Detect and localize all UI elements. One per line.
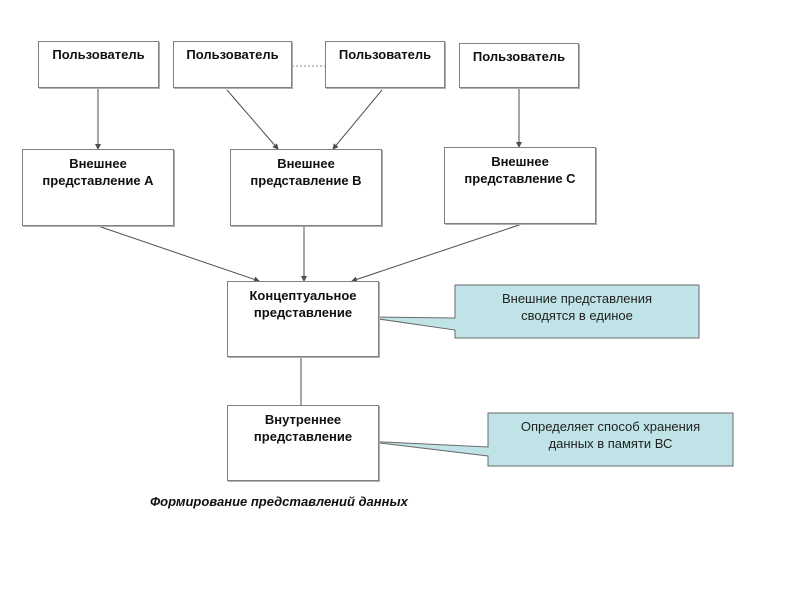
conceptual-view: Концептуальное представление bbox=[227, 281, 379, 357]
internal-view-label: Внутреннее представление bbox=[253, 412, 353, 444]
external-view-label: Внешнее представление С bbox=[464, 154, 576, 186]
conceptual-view-label: Концептуальное представление bbox=[249, 288, 357, 320]
callout-internal-shape bbox=[362, 412, 734, 467]
user-box-2: Пользователь bbox=[173, 41, 292, 88]
connector-viewA-conceptual bbox=[97, 225, 260, 283]
user-box-1: Пользователь bbox=[38, 41, 159, 88]
user-label: Пользователь bbox=[338, 47, 432, 62]
user-box-3: Пользователь bbox=[325, 41, 445, 88]
user-label: Пользователь bbox=[52, 47, 145, 62]
external-view-label: Внешнее представление А bbox=[42, 156, 154, 188]
connector-user2-viewB bbox=[226, 89, 279, 150]
user-label: Пользователь bbox=[186, 47, 279, 62]
internal-view: Внутреннее представление bbox=[227, 405, 379, 481]
external-view-b: Внешнее представление В bbox=[230, 149, 382, 226]
diagram-caption: Формирование представлений данных bbox=[150, 494, 408, 509]
connector-user3-viewB bbox=[332, 89, 383, 150]
external-view-a: Внешнее представление А bbox=[22, 149, 174, 226]
connector-viewC-conceptual bbox=[351, 223, 523, 283]
external-view-label: Внешнее представление В bbox=[250, 156, 362, 188]
callout-internal-text: Определяет способ хранения данных в памя… bbox=[520, 419, 701, 451]
callout-conceptual-text: Внешние представления сводятся в единое bbox=[501, 291, 653, 323]
user-box-4: Пользователь bbox=[459, 43, 579, 88]
user-label: Пользователь bbox=[472, 49, 566, 64]
callout-conceptual-shape bbox=[364, 284, 700, 339]
external-view-c: Внешнее представление С bbox=[444, 147, 596, 224]
